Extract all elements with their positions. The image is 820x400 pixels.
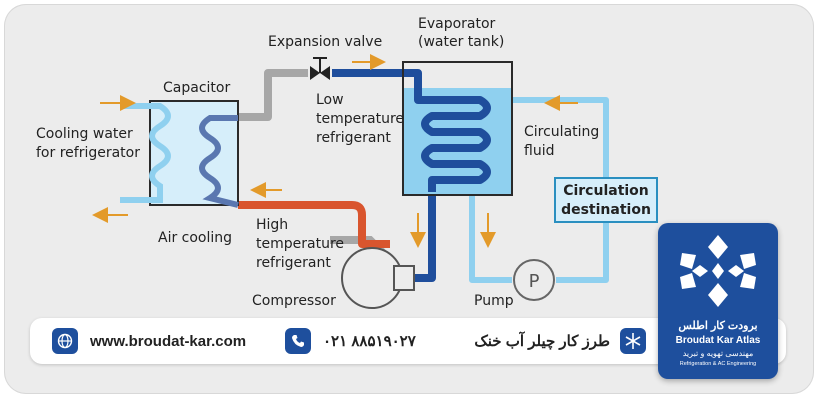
snowflake-icon	[620, 328, 646, 354]
logo-snowflake-icon	[680, 235, 756, 307]
logo-name-fa: برودت کار اطلس	[678, 320, 758, 332]
logo-subtitle-en: Refrigeration & AC Engineering	[679, 361, 757, 367]
company-logo: برودت کار اطلس Broudat Kar Atlas مهندسی …	[658, 223, 778, 379]
pump-icon	[513, 259, 555, 301]
label-low-temp: Low	[316, 92, 344, 108]
logo-name-en: Broudat Kar Atlas	[675, 335, 761, 346]
label-circulating-fluid-2: fluid	[524, 143, 554, 159]
circulation-destination-box	[554, 177, 658, 223]
label-high-temp: High	[256, 217, 288, 233]
evaporator-tank	[402, 61, 513, 196]
evaporator-coil	[414, 88, 491, 192]
website-text: www.broudat-kar.com	[90, 332, 247, 350]
label-low-temp-3: refrigerant	[316, 130, 391, 146]
high-temp-pipe	[238, 201, 390, 248]
label-circulation-dest: Circulation	[563, 183, 649, 199]
circulating-pipe	[469, 97, 609, 283]
label-high-temp-3: refrigerant	[256, 255, 331, 271]
website-link[interactable]: www.broudat-kar.com	[52, 326, 246, 356]
capacitor-coil-blue	[120, 103, 171, 203]
title-item: طرز کار چیلر آب خنک	[474, 326, 646, 356]
label-high-temp-2: temperature	[256, 236, 344, 252]
label-expansion-valve: Expansion valve	[268, 34, 382, 50]
label-compressor: Compressor	[252, 293, 336, 309]
globe-icon	[52, 328, 78, 354]
label-circulating-fluid: Circulating	[524, 124, 599, 140]
label-capacitor: Capacitor	[163, 80, 230, 96]
low-temp-pipe-down	[408, 190, 436, 282]
capacitor-coil-ref	[199, 115, 239, 208]
low-temp-pipe-top	[332, 69, 422, 88]
expansion-valve-icon	[310, 57, 330, 80]
gray-pipe-top	[238, 69, 308, 121]
title-text: طرز کار چیلر آب خنک	[474, 333, 610, 350]
label-evaporator: Evaporator	[418, 16, 496, 32]
label-air-cooling: Air cooling	[158, 230, 232, 246]
phone-text: ۰۲۱ ۸۸۵۱۹۰۲۷	[323, 333, 416, 350]
label-cooling-water: Cooling water	[36, 126, 133, 142]
chiller-diagram: P Expansion valve Evaporator (water tank…	[36, 16, 658, 309]
label-low-temp-2: temperature	[316, 111, 404, 127]
label-pump: Pump	[474, 293, 514, 309]
logo-subtitle-fa: مهندسی تهویه و تبرید	[682, 349, 754, 358]
pump-symbol: P	[529, 271, 540, 292]
label-evaporator-sub: (water tank)	[418, 34, 504, 50]
phone-icon	[285, 328, 311, 354]
label-cooling-water-sub: for refrigerator	[36, 145, 140, 161]
phone-link[interactable]: ۰۲۱ ۸۸۵۱۹۰۲۷	[285, 326, 416, 356]
label-circulation-dest-2: destination	[561, 202, 651, 218]
